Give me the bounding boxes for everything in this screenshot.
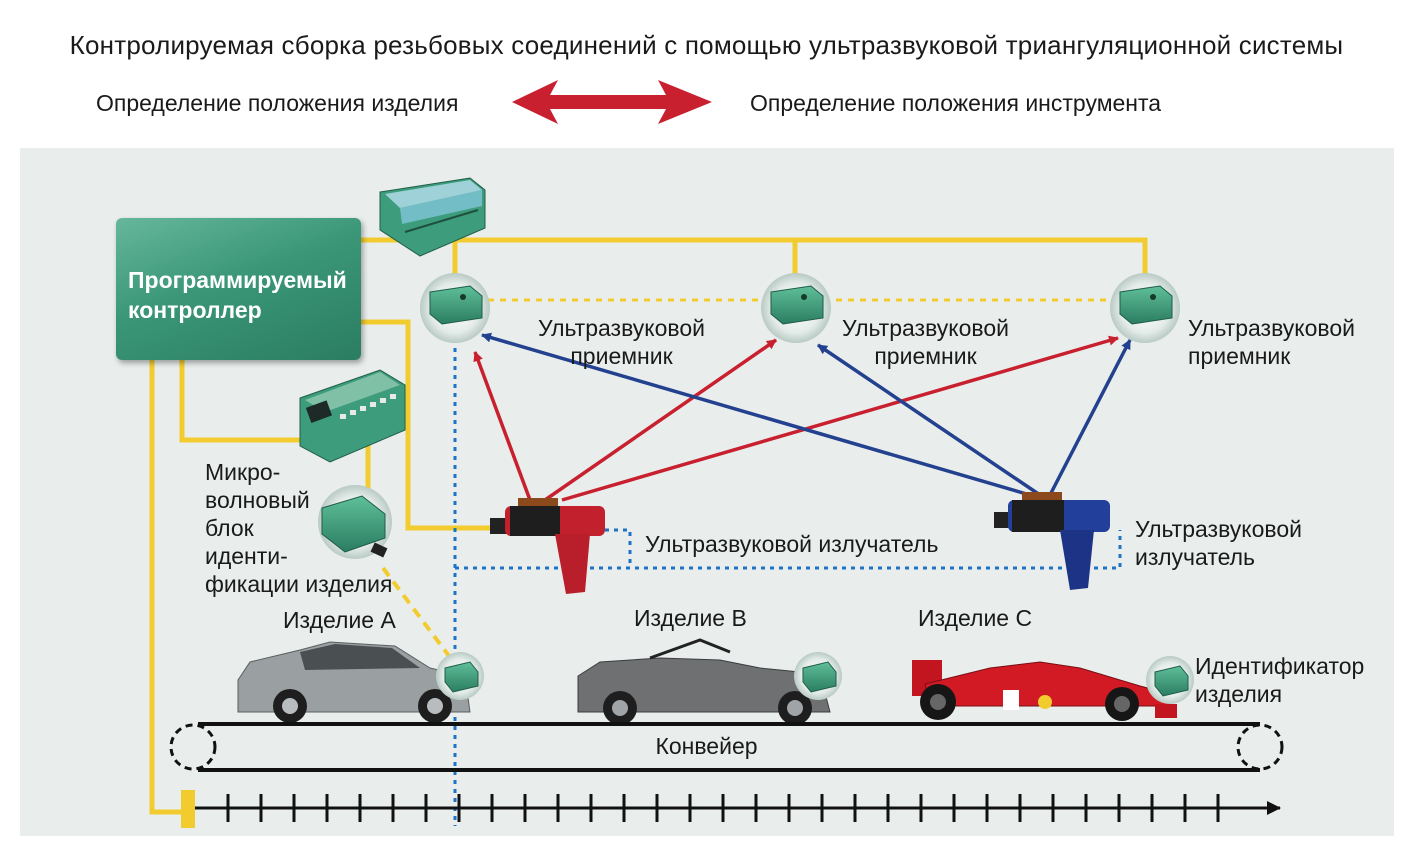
legend-right-label: Определение положения инструмента <box>750 90 1162 116</box>
microwave-id-block <box>318 485 392 559</box>
conveyor-label: Конвейер <box>655 733 758 759</box>
product-b-label: Изделие B <box>634 605 747 631</box>
id-block-label-line5: фикации изделия <box>205 571 393 597</box>
emitter-blue-label-line2: излучатель <box>1135 544 1256 570</box>
id-block-label-line3: блок <box>205 515 254 541</box>
controller-label: Программируемый контроллер <box>128 267 347 323</box>
receiver-2 <box>761 273 831 343</box>
receiver-3 <box>1110 273 1180 343</box>
position-dotted-lines <box>453 330 1122 826</box>
id-block-label: Микро- волновый блок иденти- фикации изд… <box>205 458 392 598</box>
id-block-label-line4: иденти- <box>205 543 288 569</box>
receiver-3-label-line2: приемник <box>1188 343 1291 369</box>
io-module <box>299 369 406 463</box>
receiver-2-label-line2: приемник <box>874 343 977 369</box>
emitter-blue-label: Ультразвуковой излучатель <box>1135 515 1302 571</box>
microwave-link <box>381 566 460 670</box>
blue-emitter-paths <box>481 332 1132 497</box>
legend-left-label: Определение положения изделия <box>96 90 459 116</box>
top-io-module <box>379 177 486 257</box>
receiver-2-label-line1: Ультразвуковой <box>842 315 1010 341</box>
product-c-label: Изделие C <box>918 605 1033 631</box>
emitter-red-label: Ультразвуковой излучатель <box>645 531 939 557</box>
id-block-label-line2: волновый <box>205 487 310 513</box>
legend-double-arrow <box>512 80 712 124</box>
receiver-2-label: Ультразвуковой приемник <box>842 314 1009 370</box>
red-emitter-paths <box>473 335 1119 502</box>
product-id-label-line2: изделия <box>1195 681 1283 707</box>
receiver-3-label-line1: Ультразвуковой <box>1188 315 1356 341</box>
car-c <box>912 660 1177 721</box>
product-tag-c <box>1146 656 1194 704</box>
emitter-tool-red <box>490 498 605 594</box>
receiver-1-label: Ультразвуковой приемник <box>538 314 705 370</box>
receiver-1 <box>420 273 490 343</box>
product-tag-a <box>436 652 484 700</box>
emitter-blue-label-line1: Ультразвуковой <box>1135 516 1303 542</box>
car-a <box>237 641 471 723</box>
id-block-label-line1: Микро- <box>205 459 281 485</box>
product-tag-b <box>794 652 842 700</box>
diagram-title: Контролируемая сборка резьбовых соединен… <box>69 30 1344 60</box>
receiver-1-label-line1: Ультразвуковой <box>538 315 706 341</box>
conveyor-belt <box>169 722 1284 772</box>
receiver-3-label: Ультразвуковой приемник <box>1188 314 1355 370</box>
emitter-tool-blue <box>994 492 1110 590</box>
product-a-label: Изделие A <box>283 607 396 633</box>
receiver-1-label-line2: приемник <box>570 343 673 369</box>
product-id-label: Идентификатор изделия <box>1195 652 1364 708</box>
product-id-label-line1: Идентификатор <box>1195 653 1365 679</box>
programmable-controller <box>116 218 361 360</box>
car-b <box>577 638 831 725</box>
encoder-scale <box>181 790 1281 828</box>
